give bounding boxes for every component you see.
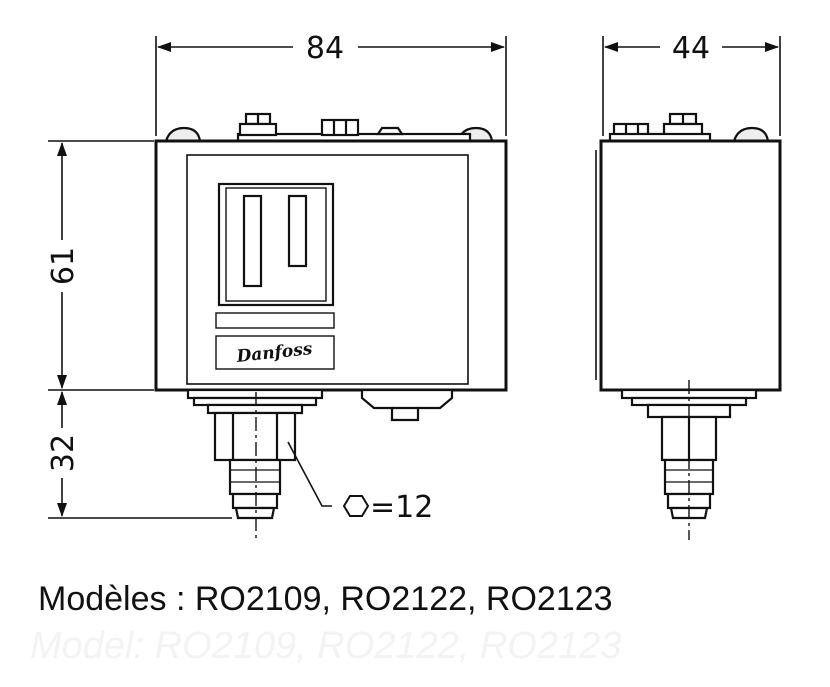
side-body xyxy=(599,139,782,392)
hex-symbol xyxy=(342,495,370,517)
scale-slot-left xyxy=(242,194,263,288)
label-strip xyxy=(215,312,335,329)
dim-width-side-label: 44 xyxy=(672,31,710,66)
ghost-caption: Model: RO2109, RO2122, RO2123 xyxy=(30,625,622,667)
front-connector-thread xyxy=(228,458,282,520)
front-bottom-flange xyxy=(186,388,324,415)
hex-size-label: =12 xyxy=(370,490,433,525)
front-terminal-screw-left xyxy=(238,112,278,137)
hex-leader-line xyxy=(287,441,332,507)
front-terminal-cap xyxy=(375,126,405,136)
dimension-lines xyxy=(48,36,781,519)
front-terminal-screw-mid xyxy=(320,118,360,137)
front-hex-nut xyxy=(213,411,297,462)
side-top-lug xyxy=(732,126,770,143)
dim-height-body-label: 61 xyxy=(46,247,81,285)
models-caption: Modèles : RO2109, RO2122, RO2123 xyxy=(38,580,613,618)
front-top-lug-left xyxy=(164,126,202,143)
dim-height-connector-label: 32 xyxy=(46,434,81,472)
scale-window-inner xyxy=(225,187,327,302)
scale-slot-right xyxy=(287,194,308,268)
brand-plate xyxy=(215,335,335,370)
front-view xyxy=(154,112,508,520)
side-view xyxy=(595,112,782,520)
dim-width-front-label: 84 xyxy=(306,31,344,66)
front-cable-gland xyxy=(360,388,454,422)
